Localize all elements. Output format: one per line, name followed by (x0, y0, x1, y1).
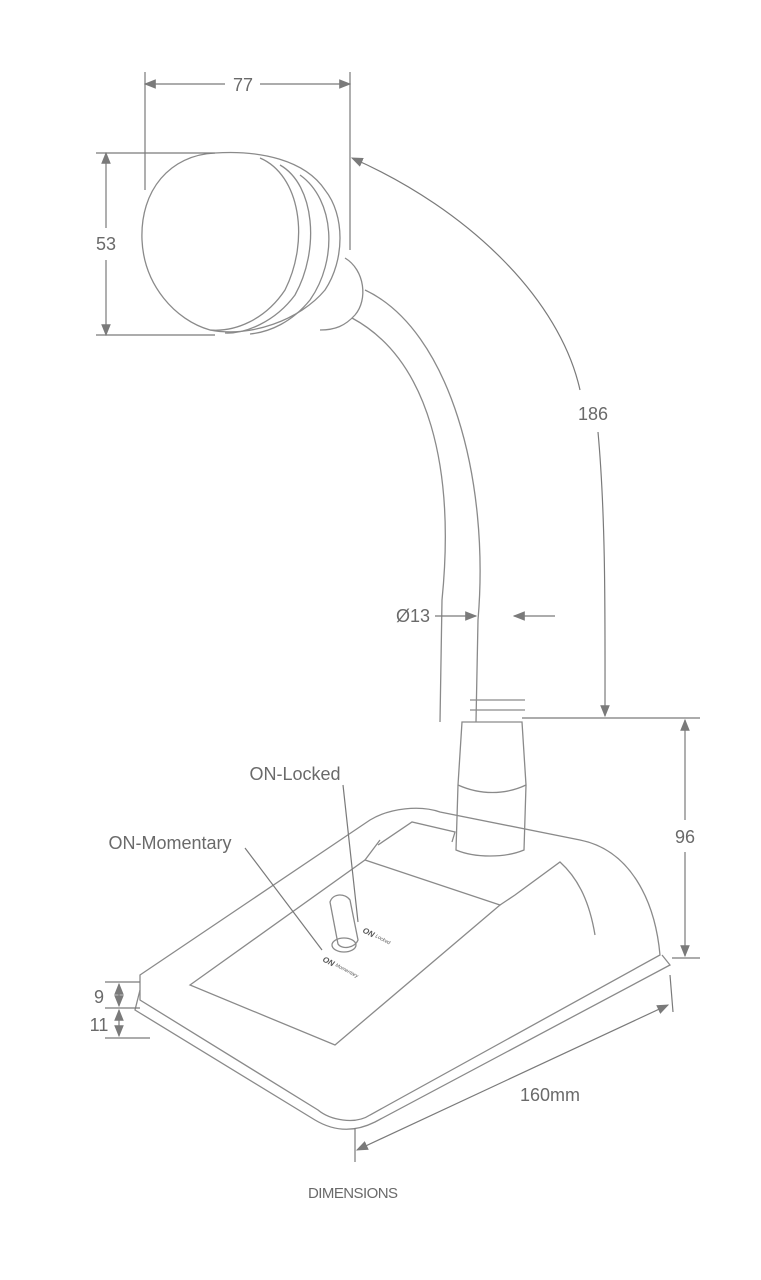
dimension-base-thickness: 9 11 (90, 981, 150, 1039)
dimension-base-height: 96 (522, 718, 700, 958)
base-collar (455, 721, 527, 857)
callout-on-momentary: ON-Momentary (108, 833, 323, 951)
dimension-label-186: 186 (578, 404, 608, 424)
dimension-label-96: 96 (675, 827, 695, 847)
base: ON Locked ON Momentary (134, 807, 671, 1130)
microphone-head (141, 151, 364, 335)
dimension-label-53: 53 (96, 234, 116, 254)
gooseneck (351, 289, 525, 723)
callout-label-on-locked: ON-Locked (249, 764, 340, 784)
dimension-head-width: 77 (145, 72, 350, 250)
dimension-label-11: 11 (90, 1015, 109, 1035)
dimension-base-length: 160mm (354, 974, 674, 1162)
dimension-gooseneck-length: 186 (350, 157, 610, 718)
callout-on-locked: ON-Locked (249, 764, 359, 923)
caption: DIMENSIONS (308, 1185, 398, 1202)
switch-label-locked: Locked (374, 933, 391, 946)
switch-label-momentary: Momentary (334, 962, 359, 979)
dimension-label-diameter: Ø13 (396, 606, 430, 626)
dimension-label-160mm: 160mm (520, 1085, 580, 1105)
dimension-label-9: 9 (94, 987, 104, 1007)
dimension-head-height: 53 (96, 153, 215, 335)
dimension-gooseneck-diameter: Ø13 (396, 606, 555, 626)
dimension-label-77: 77 (233, 75, 253, 95)
callout-label-on-momentary: ON-Momentary (108, 833, 231, 853)
